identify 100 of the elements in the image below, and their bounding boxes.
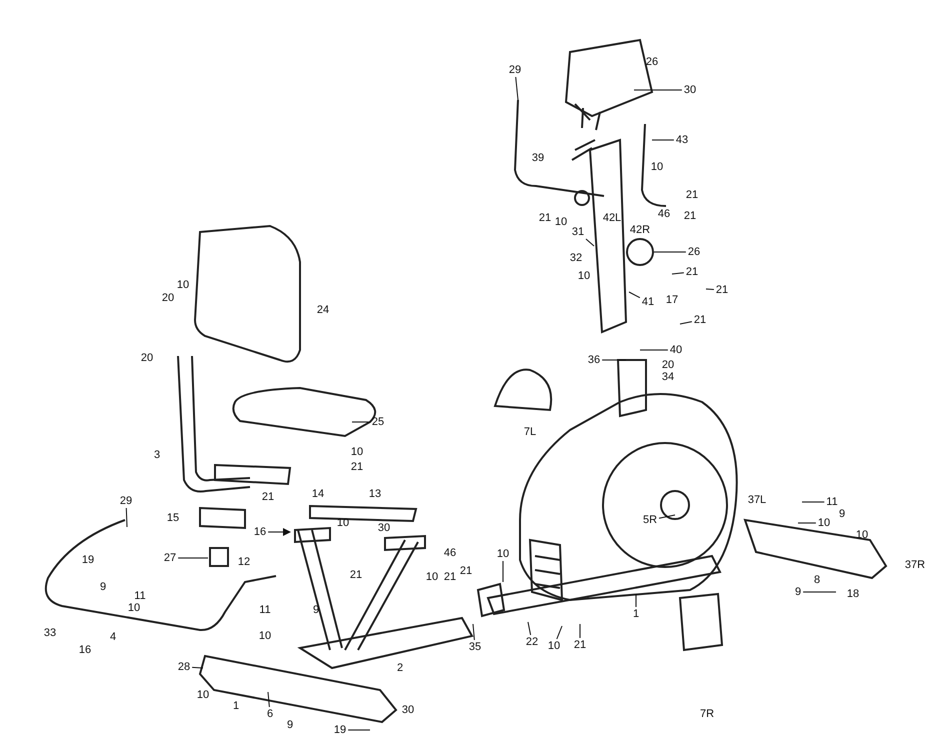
callout-number: 10	[496, 548, 510, 560]
callout-number: 21	[348, 569, 364, 581]
leader-line	[268, 528, 291, 536]
callout-number: 13	[368, 488, 382, 500]
callout-number: 9	[838, 508, 846, 520]
callout-number: 10	[196, 689, 210, 701]
leader-line	[658, 514, 676, 519]
callout-number: 12	[236, 556, 252, 568]
callout-number: 40	[668, 344, 684, 356]
callout-number: 11	[825, 496, 839, 508]
callout-number: 35	[468, 641, 482, 653]
callout-number: 17	[664, 294, 680, 306]
callout-number: 10	[336, 517, 350, 529]
callout-number: 10	[816, 517, 832, 529]
leader-line	[706, 288, 714, 290]
callout-number: 43	[674, 134, 690, 146]
callout-number: 28	[176, 661, 192, 673]
leader-line	[556, 626, 562, 640]
callout-number: 10	[126, 602, 142, 614]
callout-number: 1	[632, 608, 640, 620]
callout-number: 29	[508, 64, 522, 76]
callout-number: 3	[152, 449, 162, 461]
callout-number: 21	[692, 314, 708, 326]
callout-number: 46	[442, 547, 458, 559]
callout-number: 39	[530, 152, 546, 164]
callout-number: 21	[572, 639, 588, 651]
callout-number: 42L	[602, 212, 622, 224]
callout-number: 1	[232, 700, 240, 712]
callout-number: 24	[316, 304, 330, 316]
callout-number: 10	[350, 446, 364, 458]
callout-number: 21	[682, 210, 698, 222]
callout-number: 19	[332, 724, 348, 736]
callout-number: 25	[370, 416, 386, 428]
leader-line	[672, 272, 684, 274]
callout-number: 16	[78, 644, 92, 656]
callout-number: 27	[162, 552, 178, 564]
callout-number: 37R	[904, 559, 926, 571]
callout-number: 21	[458, 565, 474, 577]
callout-number: 16	[252, 526, 268, 538]
callout-number: 19	[80, 554, 96, 566]
callout-number: 34	[660, 371, 676, 383]
callout-number: 29	[118, 495, 134, 507]
leader-line	[680, 321, 692, 324]
leader-line	[192, 666, 204, 668]
callout-number: 21	[538, 212, 552, 224]
callout-number: 21	[350, 461, 364, 473]
callout-number: 21	[260, 491, 276, 503]
callout-number: 30	[400, 704, 416, 716]
callout-number: 10	[424, 571, 440, 583]
callout-number: 18	[846, 588, 860, 600]
callout-number: 36	[586, 354, 602, 366]
leader-line	[528, 622, 532, 636]
callout-number: 30	[376, 522, 392, 534]
callout-number: 9	[312, 604, 320, 616]
callout-number: 21	[442, 571, 458, 583]
callout-number: 9	[286, 719, 294, 731]
callout-number: 14	[310, 488, 326, 500]
callout-number: 26	[644, 56, 660, 68]
callout-number: 11	[133, 590, 147, 602]
leader-line	[126, 508, 128, 528]
callout-number: 21	[684, 266, 700, 278]
callout-number: 10	[854, 529, 870, 541]
callout-number: 9	[794, 586, 802, 598]
callout-number: 32	[568, 252, 584, 264]
callout-number: 21	[714, 284, 730, 296]
callout-number: 42R	[628, 224, 652, 236]
callout-number: 2	[396, 662, 404, 674]
callout-number: 20	[660, 359, 676, 371]
callout-number: 10	[576, 270, 592, 282]
leader-line	[798, 522, 816, 524]
callout-number: 20	[140, 352, 154, 364]
callout-number: 10	[650, 161, 664, 173]
leader-line	[502, 560, 504, 582]
callout-number: 30	[682, 84, 698, 96]
callout-number: 41	[640, 296, 656, 308]
leader-line	[268, 692, 270, 708]
callout-number: 31	[570, 226, 586, 238]
callout-number: 10	[176, 279, 190, 291]
leader-line	[472, 624, 475, 640]
callout-number: 10	[258, 630, 272, 642]
callout-number: 15	[166, 512, 180, 524]
callout-number: 46	[656, 208, 672, 220]
leader-line	[628, 292, 640, 298]
leader-line	[586, 238, 594, 246]
callout-number: 6	[266, 708, 274, 720]
callout-number: 20	[160, 292, 176, 304]
callout-number: 7L	[522, 426, 538, 438]
callout-number: 26	[686, 246, 702, 258]
callout-number: 21	[684, 189, 700, 201]
callout-number: 8	[812, 574, 822, 586]
callout-number: 10	[554, 216, 568, 228]
callout-number: 33	[42, 627, 58, 639]
callout-number: 5R	[642, 514, 658, 526]
callout-number: 22	[524, 636, 540, 648]
callout-number: 37L	[746, 494, 768, 506]
callout-number: 7R	[698, 708, 716, 720]
callout-number: 10	[546, 640, 562, 652]
callout-number: 11	[258, 604, 272, 616]
callout-number: 4	[108, 631, 118, 643]
callout-number: 9	[98, 581, 108, 593]
